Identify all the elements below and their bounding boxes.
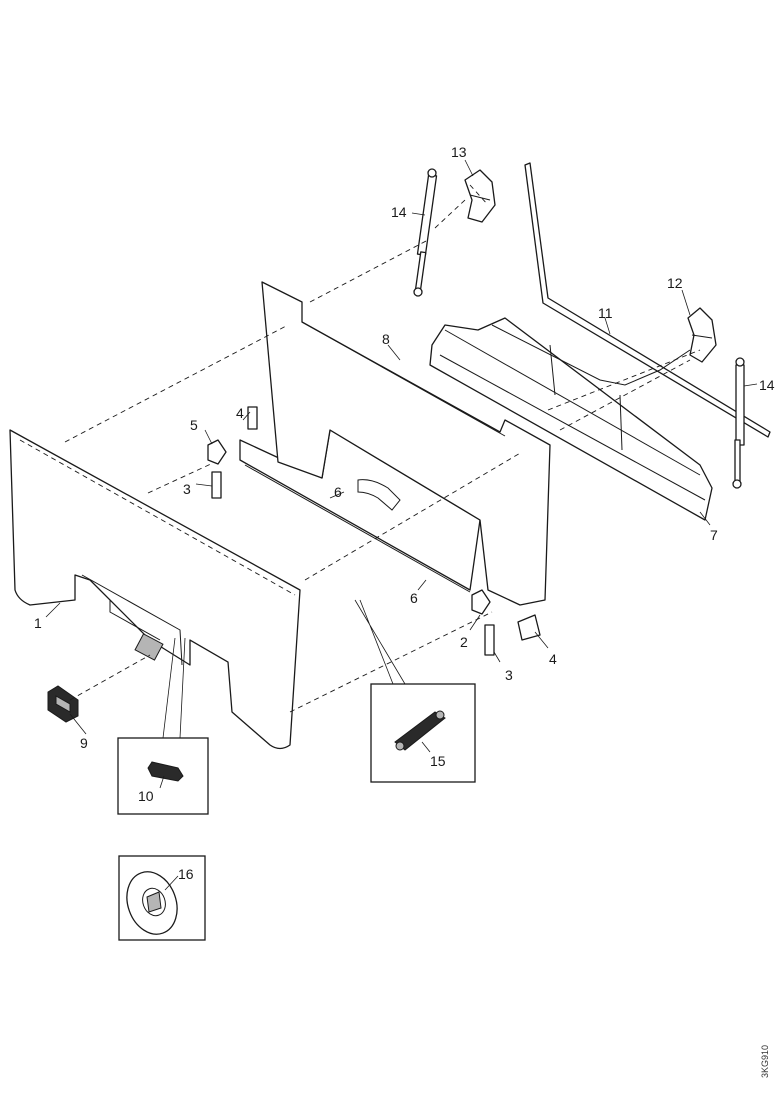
callout-4-right: 4 (549, 651, 557, 667)
callout-14-right: 14 (759, 377, 775, 393)
callout-6-upper: 6 (334, 484, 342, 500)
callout-10: 10 (138, 788, 154, 804)
detail-box-10 (117, 637, 209, 815)
callout-leaders (45, 159, 758, 891)
callout-7: 7 (710, 527, 718, 543)
switch-part (47, 685, 79, 723)
figure-code: 3KG910 (760, 1045, 770, 1078)
bracket-upper (464, 169, 496, 223)
bracket-right (687, 307, 717, 363)
callout-2: 2 (460, 634, 468, 650)
gas-strut-right (732, 357, 745, 489)
assembly-lines (64, 184, 701, 713)
callout-11: 11 (598, 305, 613, 321)
callout-3-right: 3 (505, 667, 513, 683)
callout-6-lower: 6 (410, 590, 418, 606)
callout-9: 9 (80, 735, 88, 751)
detail-box-16 (118, 855, 206, 941)
callout-4-left: 4 (236, 405, 244, 421)
callout-labels: 1 2 3 3 4 4 5 6 6 7 8 9 10 11 12 13 14 1… (34, 144, 775, 882)
front-panel (9, 429, 301, 750)
rear-panel (261, 281, 551, 606)
callout-15: 15 (430, 753, 446, 769)
callout-12: 12 (667, 275, 683, 291)
hinge-right (471, 589, 541, 656)
callout-1: 1 (34, 615, 42, 631)
callout-8: 8 (382, 331, 390, 347)
callout-3-left: 3 (183, 481, 191, 497)
lower-frame-rail (429, 317, 713, 521)
gas-strut-left (413, 168, 438, 297)
hinge-left (207, 406, 258, 499)
detail-box-15 (354, 599, 476, 783)
callout-5: 5 (190, 417, 198, 433)
callout-16: 16 (178, 866, 194, 882)
callout-14-left: 14 (391, 204, 407, 220)
callout-13: 13 (451, 144, 467, 160)
upper-rod (491, 162, 771, 438)
